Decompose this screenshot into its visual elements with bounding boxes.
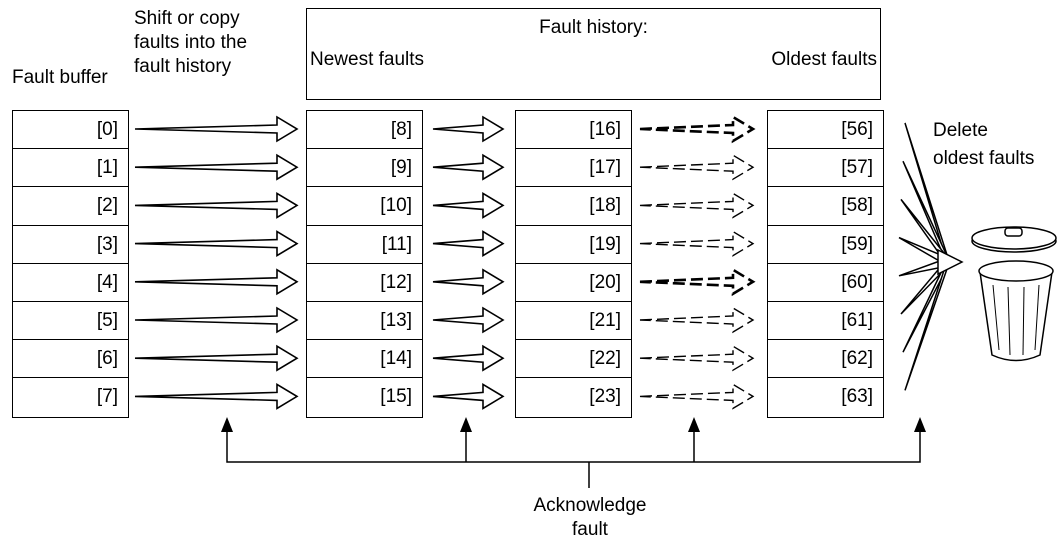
fault-cell: [22]: [516, 340, 631, 379]
shift-arrow-icon: [134, 115, 299, 143]
fault-cell: [10]: [307, 187, 422, 226]
fault-cell: [57]: [768, 149, 883, 188]
fault-history-column-1: [8] [9] [10] [11] [12] [13] [14] [15]: [306, 110, 423, 418]
fault-cell: [7]: [96, 386, 118, 408]
delete-oldest-label: Delete oldest faults: [933, 117, 1034, 173]
fault-history-column-oldest: [56] [57] [58] [59] [60] [61] [62] [63]: [767, 110, 884, 418]
fault-cell: [18]: [516, 187, 631, 226]
delete-arrowhead-icon: [937, 248, 964, 276]
fault-cell: [56]: [768, 111, 883, 150]
shift-arrow-icon: [639, 192, 755, 219]
fault-buffer-column: [0] [1] [2] [3] [4] [5] [6] [7]: [12, 110, 129, 418]
shift-arrow-icon: [639, 306, 755, 334]
newest-faults-label: Newest faults: [310, 49, 425, 70]
shift-arrow-icon: [134, 230, 299, 258]
fault-cell: [23]: [589, 386, 621, 408]
shift-arrow-icon: [134, 191, 299, 219]
fault-buffer-label: Fault buffer: [12, 67, 108, 88]
fault-cell: [12]: [307, 264, 422, 302]
fault-cell: [6]: [13, 340, 128, 379]
delete-arrow-icon: [904, 257, 949, 391]
fault-history-box: Fault history: Newest faults Oldest faul…: [306, 8, 881, 100]
fault-cell: [13]: [307, 302, 422, 341]
shift-copy-label-line3: fault history: [134, 56, 232, 77]
fault-cell: [4]: [13, 264, 128, 302]
ack-arrowhead-icon: [914, 417, 926, 432]
shift-arrow-icon: [432, 268, 505, 296]
acknowledge-fault-label: Acknowledge fault: [0, 494, 1058, 542]
shift-arrow-icon: [432, 382, 505, 410]
fault-cell: [14]: [307, 340, 422, 379]
fault-cell: [11]: [307, 226, 422, 264]
fault-cell: [15]: [380, 386, 412, 408]
fault-cell: [62]: [768, 340, 883, 379]
fault-cell: [1]: [13, 149, 128, 188]
shift-arrow-icon: [432, 344, 505, 372]
shift-arrow-icon: [639, 383, 755, 410]
delete-fan-lines: [898, 122, 964, 391]
fault-cell: [0]: [13, 111, 128, 150]
fault-cell: [2]: [13, 187, 128, 226]
fault-cell: [21]: [516, 302, 631, 341]
fault-history-title: Fault history:: [539, 17, 648, 38]
ack-arrowhead-icon: [688, 417, 700, 432]
shift-arrow-icon: [639, 344, 755, 372]
shift-copy-label-line2: faults into the: [134, 32, 248, 53]
fault-cell: [20]: [516, 264, 631, 302]
shift-copy-label-line1: Shift or copy: [134, 8, 240, 29]
shift-arrows: [134, 114, 756, 410]
fault-history-column-2: [16] [17] [18] [19] [20] [21] [22] [23]: [515, 110, 632, 418]
ack-arrowhead-icon: [221, 417, 233, 432]
acknowledge-arrowheads: [221, 417, 926, 432]
trash-can-icon: [971, 226, 1057, 362]
shift-arrow-icon: [134, 153, 299, 181]
acknowledge-label-line1: Acknowledge: [533, 495, 647, 516]
fault-cell: [19]: [516, 226, 631, 264]
fault-cell: [9]: [307, 149, 422, 188]
shift-copy-label: Shift or copy faults into the fault hist…: [134, 7, 247, 79]
fault-cell: [5]: [13, 302, 128, 341]
ack-arrowhead-icon: [460, 417, 472, 432]
fault-cell: [16]: [516, 111, 631, 150]
oldest-faults-label: Oldest faults: [771, 49, 877, 70]
shift-arrow-icon: [432, 153, 505, 181]
shift-arrow-icon: [134, 306, 299, 334]
fault-cell: [60]: [768, 264, 883, 302]
fault-cell: [3]: [13, 226, 128, 264]
shift-arrow-icon: [432, 115, 505, 143]
shift-arrow-icon: [639, 267, 756, 297]
shift-arrow-icon: [134, 268, 299, 296]
acknowledge-connector: [226, 430, 921, 488]
shift-arrow-icon: [134, 382, 299, 410]
fault-cell: [59]: [768, 226, 883, 264]
delete-label-line1: Delete: [933, 120, 988, 141]
shift-arrow-icon: [639, 114, 756, 144]
fault-cell: [58]: [768, 187, 883, 226]
fault-cell: [17]: [516, 149, 631, 188]
shift-arrow-icon: [432, 230, 505, 258]
shift-arrow-icon: [134, 344, 299, 372]
shift-arrow-icon: [432, 191, 505, 219]
fault-cell: [63]: [841, 386, 873, 408]
acknowledge-label-line2: fault: [572, 519, 608, 540]
fault-cell: [61]: [768, 302, 883, 341]
delete-label-line2: oldest faults: [933, 148, 1035, 169]
fault-cell: [8]: [307, 111, 422, 150]
shift-arrow-icon: [432, 306, 505, 334]
shift-arrow-icon: [639, 153, 755, 181]
shift-arrow-icon: [639, 230, 755, 257]
